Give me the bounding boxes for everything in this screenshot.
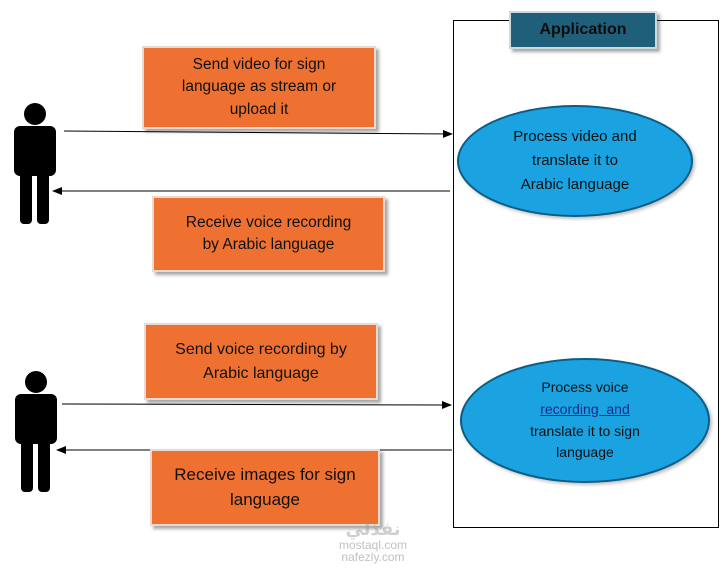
process-voice-line-2: recording and xyxy=(540,400,630,417)
message-receive-voice-line-1: Receive voice recording xyxy=(185,213,352,231)
message-send-voice-line-1: Send voice recording by xyxy=(175,341,347,359)
message-send-video: Send video for sign language as stream o… xyxy=(142,46,376,129)
process-video-line-1: Process video and xyxy=(513,128,637,145)
message-receive-images: Receive images for sign language xyxy=(150,449,380,526)
application-title: Application xyxy=(509,11,657,49)
arrow-send-voice xyxy=(61,400,452,409)
message-send-video-line-2: language as stream or xyxy=(181,78,337,96)
watermark-logo: نفذلي mostaql.com nafezly.com xyxy=(318,520,428,564)
process-voice-usecase: Process voice recording and translate it… xyxy=(460,358,710,483)
message-receive-voice-line-2: by Arabic language xyxy=(202,236,335,253)
watermark-line-2: mostaql.com xyxy=(338,537,408,552)
application-title-label: Application xyxy=(539,21,627,38)
message-send-video-line-3: upload it xyxy=(229,100,289,118)
message-receive-images-line-2: language xyxy=(230,489,300,509)
message-send-video-line-1: Send video for sign xyxy=(192,55,326,73)
actor-user-2-icon xyxy=(15,371,57,492)
process-voice-line-1: Process voice xyxy=(541,379,629,396)
message-send-voice-line-2: Arabic language xyxy=(203,364,319,382)
arrow-send-video xyxy=(63,129,453,138)
process-video-usecase: Process video and translate it to Arabic… xyxy=(457,105,693,217)
message-receive-voice: Receive voice recording by Arabic langua… xyxy=(152,196,385,272)
message-receive-images-line-1: Receive images for sign xyxy=(174,464,356,484)
process-voice-line-3: translate it to sign xyxy=(530,422,640,439)
message-send-voice: Send voice recording by Arabic language xyxy=(144,323,378,400)
watermark-arabic: نفذلي xyxy=(345,519,401,539)
process-video-line-3: Arabic language xyxy=(520,176,630,193)
watermark-line-3: nafezly.com xyxy=(341,550,405,565)
process-video-line-2: translate it to xyxy=(532,152,618,169)
actor-user-1-icon xyxy=(14,103,56,224)
process-voice-line-4: language xyxy=(556,444,614,461)
